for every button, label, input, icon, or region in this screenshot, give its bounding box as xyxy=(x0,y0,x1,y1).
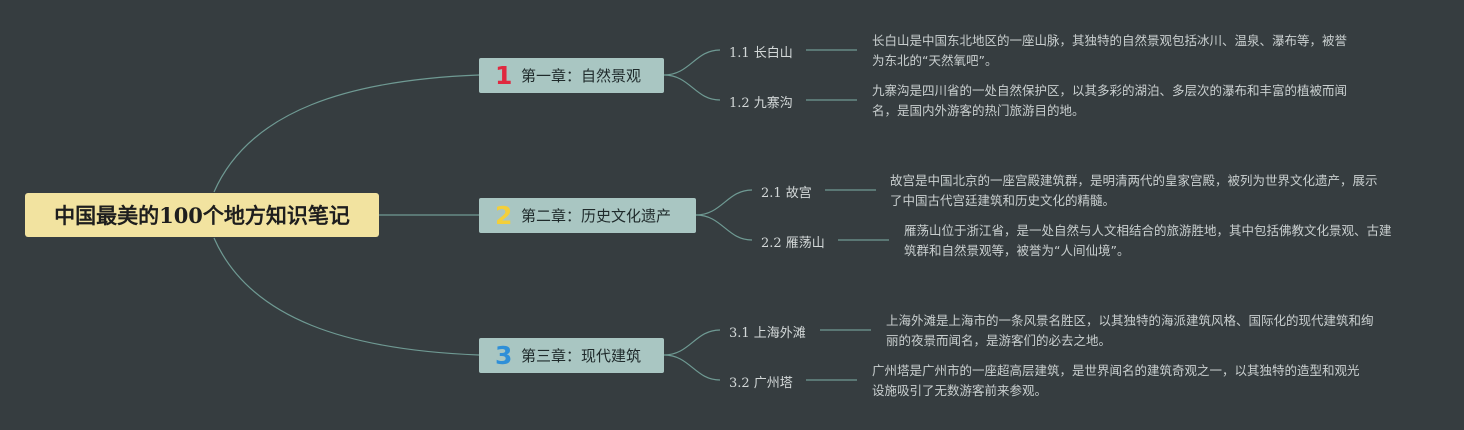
link-chapter-1-topic-1 xyxy=(663,49,721,76)
chapter-label-1: 第一章：自然景观 xyxy=(521,67,642,85)
chapter-node-1[interactable]: 1 第一章：自然景观 xyxy=(479,58,664,93)
link-chapter-2-topic-2 xyxy=(695,214,753,241)
link-chapter-3-topic-2 xyxy=(663,354,721,381)
topic-node-3-2[interactable]: 3.2 广州塔 xyxy=(729,376,793,391)
link-root-chapter-1 xyxy=(213,74,480,193)
chapter-node-3[interactable]: 3 第三章：现代建筑 xyxy=(479,338,664,373)
link-chapter-1-topic-2 xyxy=(663,74,721,101)
link-chapter-2-topic-1 xyxy=(695,189,753,216)
topic-desc-1-1: 长白山是中国东北地区的一座山脉，其独特的自然景观包括冰川、温泉、瀑布等，被誉为东… xyxy=(872,33,1348,68)
link-root-chapter-3 xyxy=(213,237,480,356)
topic-node-1-2[interactable]: 1.2 九寨沟 xyxy=(729,96,793,111)
chapter-number-1: 1 xyxy=(495,61,513,90)
topic-node-2-1[interactable]: 2.1 故宫 xyxy=(761,186,812,201)
root-node[interactable]: 中国最美的100个地方知识笔记 xyxy=(25,193,379,237)
topic-desc-3-1: 上海外滩是上海市的一条风景名胜区，以其独特的海派建筑风格、国际化的现代建筑和绚丽… xyxy=(886,313,1374,348)
chapter-number-3: 3 xyxy=(495,341,513,370)
root-title: 中国最美的100个地方知识笔记 xyxy=(54,203,350,228)
link-chapter-3-topic-1 xyxy=(663,329,721,356)
topic-desc-1-2: 九寨沟是四川省的一处自然保护区，以其多彩的湖泊、多层次的瀑布和丰富的植被而闻名，… xyxy=(872,83,1348,118)
topic-node-3-1[interactable]: 3.1 上海外滩 xyxy=(729,326,806,341)
topic-desc-3-2: 广州塔是广州市的一座超高层建筑，是世界闻名的建筑奇观之一，以其独特的造型和观光设… xyxy=(872,363,1360,398)
topic-node-2-2[interactable]: 2.2 雁荡山 xyxy=(761,236,825,251)
topic-node-1-1[interactable]: 1.1 长白山 xyxy=(729,46,793,61)
topic-desc-2-2: 雁荡山位于浙江省，是一处自然与人文相结合的旅游胜地，其中包括佛教文化景观、古建筑… xyxy=(904,223,1392,258)
topic-desc-2-1: 故宫是中国北京的一座宫殿建筑群，是明清两代的皇家宫殿，被列为世界文化遗产，展示了… xyxy=(890,173,1378,208)
chapter-number-2: 2 xyxy=(495,201,513,230)
chapter-node-2[interactable]: 2 第二章：历史文化遗产 xyxy=(479,198,696,233)
chapter-label-3: 第三章：现代建筑 xyxy=(521,347,642,365)
chapter-label-2: 第二章：历史文化遗产 xyxy=(521,207,672,225)
